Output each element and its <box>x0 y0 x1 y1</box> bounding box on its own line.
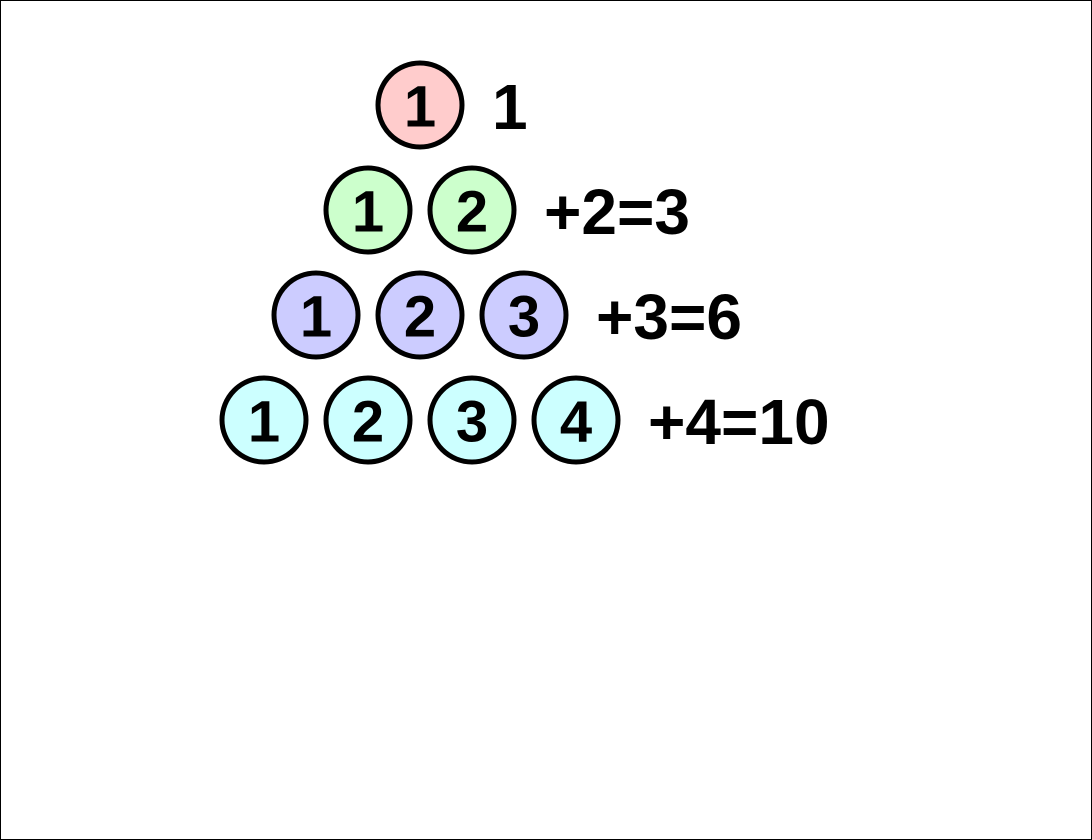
circle-4-4 <box>531 375 621 465</box>
circle-4-1 <box>219 375 309 465</box>
circle-number-2-1: 1 <box>352 180 384 245</box>
circle-2-2 <box>427 165 517 255</box>
circle-number-3-3: 3 <box>508 285 540 350</box>
row-2: 1 2 +2=3 <box>323 165 690 255</box>
circle-3-2 <box>375 270 465 360</box>
circle-number-3-2: 2 <box>404 285 436 350</box>
circle-number-4-1: 1 <box>248 390 280 455</box>
row-sum-label-2: +2=3 <box>544 176 690 248</box>
row-3: 1 2 3 +3=6 <box>271 270 742 360</box>
circle-3-3 <box>479 270 569 360</box>
circle-3-1 <box>271 270 361 360</box>
row-sum-label-3: +3=6 <box>596 281 742 353</box>
circle-2-1 <box>323 165 413 255</box>
circle-number-1-1: 1 <box>404 75 436 140</box>
circle-number-4-2: 2 <box>352 390 384 455</box>
circle-number-2-2: 2 <box>456 180 488 245</box>
circle-4-2 <box>323 375 413 465</box>
circle-number-3-1: 1 <box>300 285 332 350</box>
circle-number-4-4: 4 <box>560 390 592 455</box>
circle-1-1 <box>375 60 465 150</box>
row-sum-label-4: +4=10 <box>648 386 830 458</box>
circle-4-3 <box>427 375 517 465</box>
row-4: 1 2 3 4 +4=10 <box>219 375 830 465</box>
circle-number-4-3: 3 <box>456 390 488 455</box>
row-sum-label-1: 1 <box>492 71 528 143</box>
